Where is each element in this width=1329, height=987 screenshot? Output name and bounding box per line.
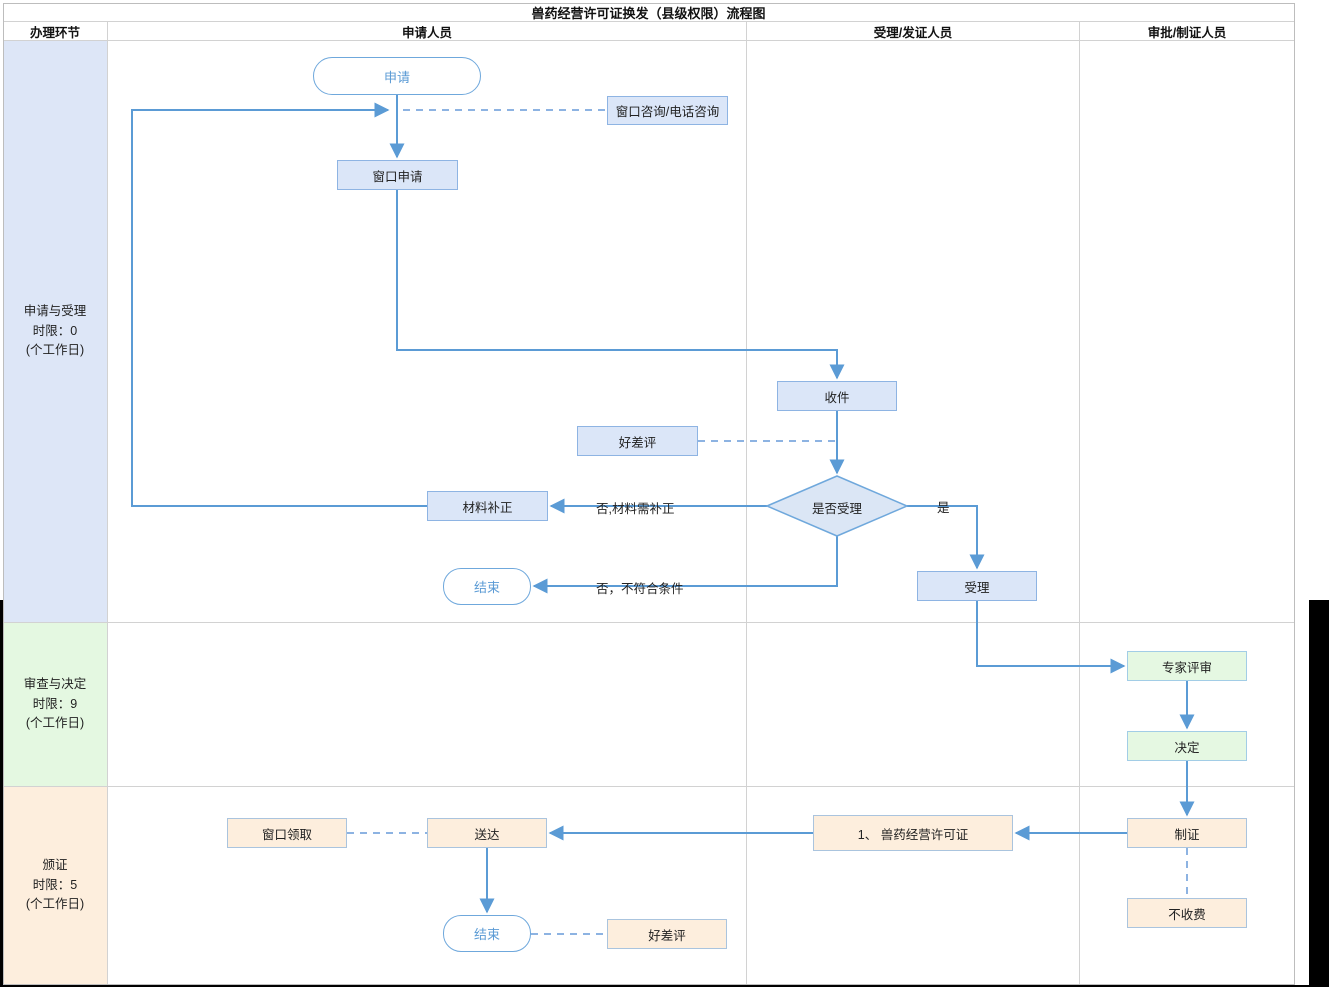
column-header-approver: 审批/制证人员	[1080, 22, 1295, 41]
node-accept: 受理	[917, 571, 1037, 601]
node-decision-label: 是否受理	[811, 502, 862, 516]
node-window-apply: 窗口申请	[337, 160, 458, 190]
node-review1: 好差评	[577, 426, 698, 456]
column-header-step: 办理环节	[3, 22, 108, 41]
node-window-pickup: 窗口领取	[227, 818, 347, 848]
node-no-fee: 不收费	[1127, 898, 1247, 928]
diagram-title: 兽药经营许可证换发（县级权限）流程图	[3, 3, 1295, 22]
node-decide: 决定	[1127, 731, 1247, 761]
lane2-approver-cell	[1080, 623, 1295, 787]
lane-label-issue-cert: 颁证 时限：5 (个工作日)	[3, 787, 108, 985]
lane-label-review-decision: 审查与决定 时限：9 (个工作日)	[3, 623, 108, 787]
node-expert-review: 专家评审	[1127, 651, 1247, 681]
column-header-acceptor: 受理/发证人员	[747, 22, 1080, 41]
node-end2: 结束	[443, 915, 531, 952]
edge-label-no-reject: 否，不符合条件	[596, 582, 684, 596]
lane2-applicant-cell	[108, 623, 747, 787]
edge-label-yes: 是	[937, 501, 950, 515]
node-license: 1、 兽药经营许可证	[813, 815, 1013, 851]
left-black-strip	[0, 600, 3, 987]
lane1-applicant-cell	[108, 41, 747, 623]
node-end1: 结束	[443, 568, 531, 605]
lane-label-apply-accept: 申请与受理 时限：0 (个工作日)	[3, 41, 108, 623]
node-make-cert: 制证	[1127, 818, 1247, 848]
lane1-acceptor-cell	[747, 41, 1080, 623]
node-start: 申请	[313, 57, 481, 95]
lane3-approver-cell	[1080, 787, 1295, 985]
edge-label-no-supplement: 否,材料需补正	[596, 502, 675, 516]
node-receive: 收件	[777, 381, 897, 411]
lane2-acceptor-cell	[747, 623, 1080, 787]
lane3-applicant-cell	[108, 787, 747, 985]
node-deliver: 送达	[427, 818, 547, 848]
bottom-black-strip	[0, 985, 1329, 987]
right-black-strip	[1309, 600, 1329, 987]
lane1-approver-cell	[1080, 41, 1295, 623]
node-review2: 好差评	[607, 919, 727, 949]
node-supplement: 材料补正	[427, 491, 548, 521]
node-consult: 窗口咨询/电话咨询	[607, 96, 728, 125]
column-header-applicant: 申请人员	[108, 22, 747, 41]
